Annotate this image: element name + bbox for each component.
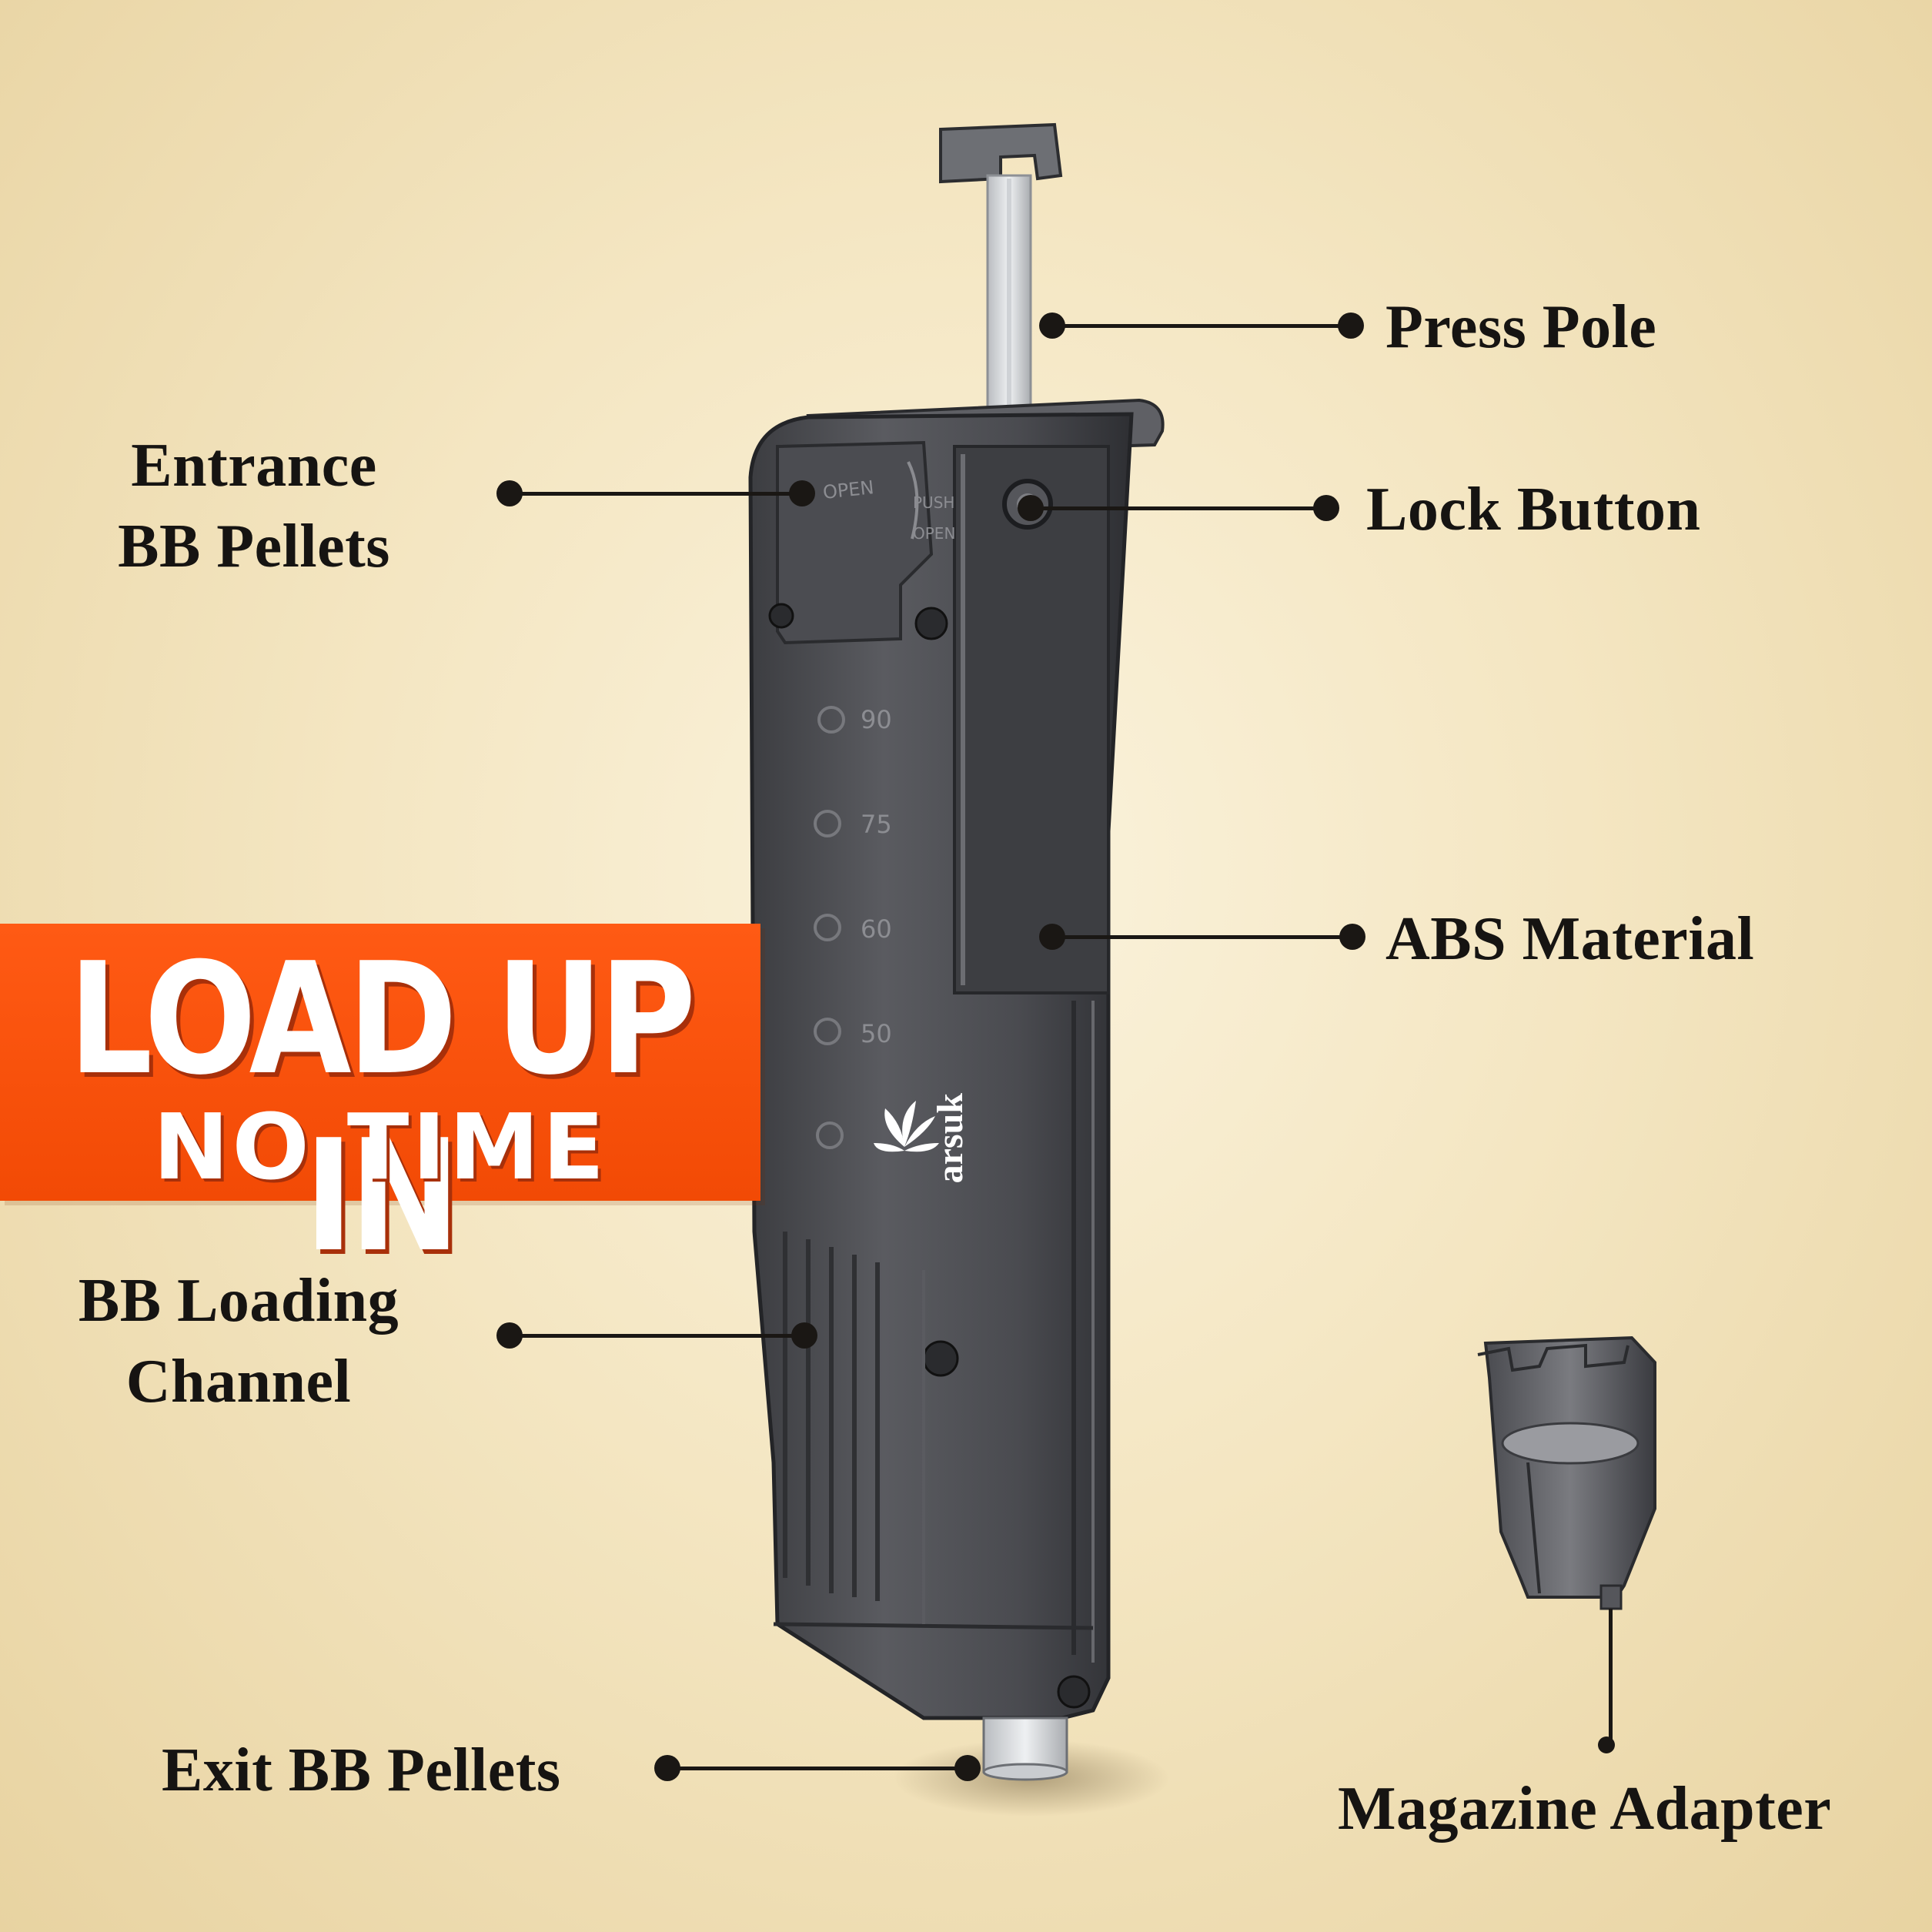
press-pole-end-dot (1338, 313, 1364, 339)
open-marking: OPEN (822, 476, 875, 503)
promo-banner: LOAD UP IN NO TIME (0, 924, 760, 1285)
magazine-adapter-part (1477, 1335, 1656, 1610)
exit-end-dot (954, 1755, 981, 1781)
abs-material-label: ABS Material (1385, 905, 1755, 973)
magazine-adapter-leader (1609, 1609, 1613, 1747)
entrance-hopper (776, 440, 934, 645)
exit-nozzle (982, 1716, 1068, 1781)
push-open-marking: OPEN (913, 524, 955, 543)
magazine-adapter-dot (1598, 1736, 1615, 1753)
exit-leader (667, 1767, 968, 1770)
loading-channel-label-line2: Channel (125, 1348, 352, 1416)
push-marking: PUSH (913, 493, 954, 512)
entrance-leader (510, 492, 802, 496)
entrance-label-line2: BB Pellets (118, 513, 390, 580)
side-channel (953, 445, 1110, 994)
lock-button-leader (1031, 506, 1326, 510)
press-pole-leader (1052, 324, 1351, 328)
entrance-label-line1: Entrance (131, 432, 377, 500)
scale-markers (814, 706, 845, 1149)
press-pole-label: Press Pole (1385, 293, 1657, 361)
exit-label: Exit BB Pellets (162, 1736, 561, 1804)
entrance-end-dot (789, 480, 815, 506)
loading-channel-leader (510, 1334, 804, 1338)
scale-75: 75 (861, 810, 892, 839)
scale-50: 50 (861, 1019, 892, 1048)
brand-name: arsuk (930, 1093, 971, 1184)
abs-material-leader (1052, 935, 1352, 939)
magazine-adapter-label: Magazine Adapter (1338, 1775, 1832, 1843)
brand-logo: arsuk (874, 1093, 971, 1184)
lock-button-label: Lock Button (1366, 476, 1701, 543)
screws (768, 603, 1091, 1709)
loading-channel-end-dot (791, 1322, 817, 1349)
abs-material-end-dot (1339, 924, 1365, 950)
scale-60: 60 (861, 914, 892, 944)
press-pole-part (939, 122, 1063, 454)
lock-button-end-dot (1313, 495, 1339, 521)
banner-headline: LOAD UP IN (68, 930, 697, 1286)
scale-90: 90 (861, 705, 892, 734)
loading-channel-label-line1: BB Loading (78, 1267, 399, 1335)
loading-channel-ribs (783, 1232, 880, 1601)
banner-subheadline: NO TIME (152, 1094, 608, 1200)
